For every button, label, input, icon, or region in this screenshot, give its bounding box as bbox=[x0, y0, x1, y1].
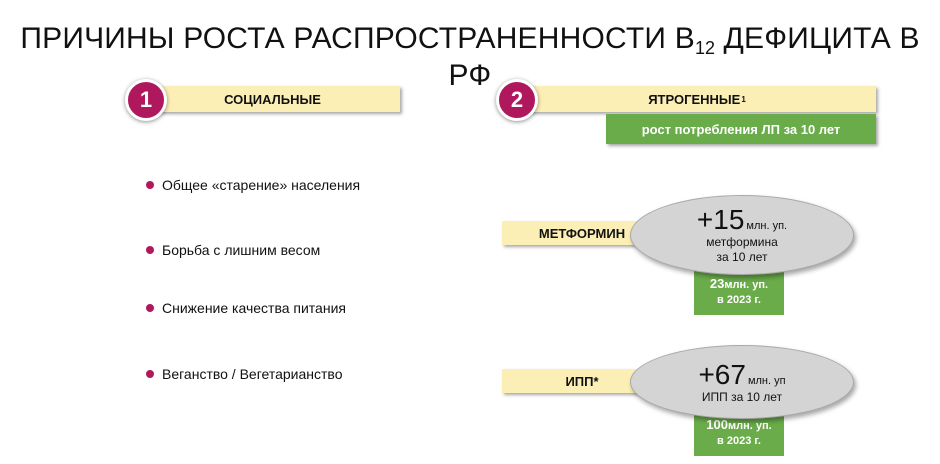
drug2-growth-line1: ИПП за 10 лет bbox=[701, 389, 783, 404]
drug2-total-value: 100 bbox=[706, 417, 728, 432]
drug1-growth-line2: за 10 лет bbox=[716, 250, 768, 264]
title-rest: ДЕФИЦИТА В РФ bbox=[448, 22, 920, 92]
section2-subtitle-bar: рост потребления ЛП за 10 лет bbox=[606, 114, 876, 144]
title-main: ПРИЧИНЫ РОСТА РАСПРОСТРАНЕННОСТИ В bbox=[20, 22, 695, 55]
bullet-dot-icon bbox=[146, 304, 154, 312]
page-title: ПРИЧИНЫ РОСТА РАСПРОСТРАНЕННОСТИ В12 ДЕФ… bbox=[0, 22, 940, 93]
bullet-dot-icon bbox=[146, 181, 154, 189]
section2-subtitle: рост потребления ЛП за 10 лет bbox=[641, 121, 841, 137]
section2-label: ЯТРОГЕННЫЕ bbox=[648, 91, 741, 107]
bullet-item: Снижение качества питания bbox=[146, 300, 346, 316]
section1-header: СОЦИАЛЬНЫЕ bbox=[145, 86, 400, 112]
bullet-dot-icon bbox=[146, 246, 154, 254]
bullet-text: Борьба с лишним весом bbox=[162, 242, 321, 258]
drug1-total-year: в 2023 г. bbox=[717, 294, 761, 306]
drug2-growth-unit: млн. уп bbox=[747, 374, 786, 387]
drug2-total-year: в 2023 г. bbox=[717, 435, 761, 447]
title-subscript: 12 bbox=[694, 38, 715, 58]
drug1-total-value: 23 bbox=[709, 276, 725, 291]
section1-number-badge: 1 bbox=[125, 79, 167, 121]
section2-number-badge: 2 bbox=[496, 79, 538, 121]
drug1-name: МЕТФОРМИН bbox=[538, 225, 626, 241]
bullet-dot-icon bbox=[146, 370, 154, 378]
section1-label: СОЦИАЛЬНЫЕ bbox=[224, 91, 321, 107]
bullet-text: Веганство / Вегетарианство bbox=[162, 366, 343, 382]
drug1-growth-unit: млн. уп. bbox=[746, 220, 788, 232]
drug2-growth-value: +67 bbox=[698, 358, 746, 390]
section2-footnote: 1 bbox=[741, 94, 746, 104]
bullet-text: Общее «старение» населения bbox=[162, 177, 361, 193]
bullet-item: Борьба с лишним весом bbox=[146, 242, 320, 258]
drug2-total-unit: млн. уп. bbox=[728, 420, 772, 432]
drug1-growth-line1: метформина bbox=[706, 235, 778, 249]
drug1-total-unit: млн. уп. bbox=[724, 279, 769, 291]
bullet-item: Веганство / Вегетарианство bbox=[146, 366, 342, 382]
bullet-item: Общее «старение» населения bbox=[146, 177, 360, 193]
bullet-text: Снижение качества питания bbox=[162, 300, 346, 316]
drug1-growth-value: +15 bbox=[696, 204, 745, 235]
drug2-name: ИПП* bbox=[565, 373, 599, 389]
